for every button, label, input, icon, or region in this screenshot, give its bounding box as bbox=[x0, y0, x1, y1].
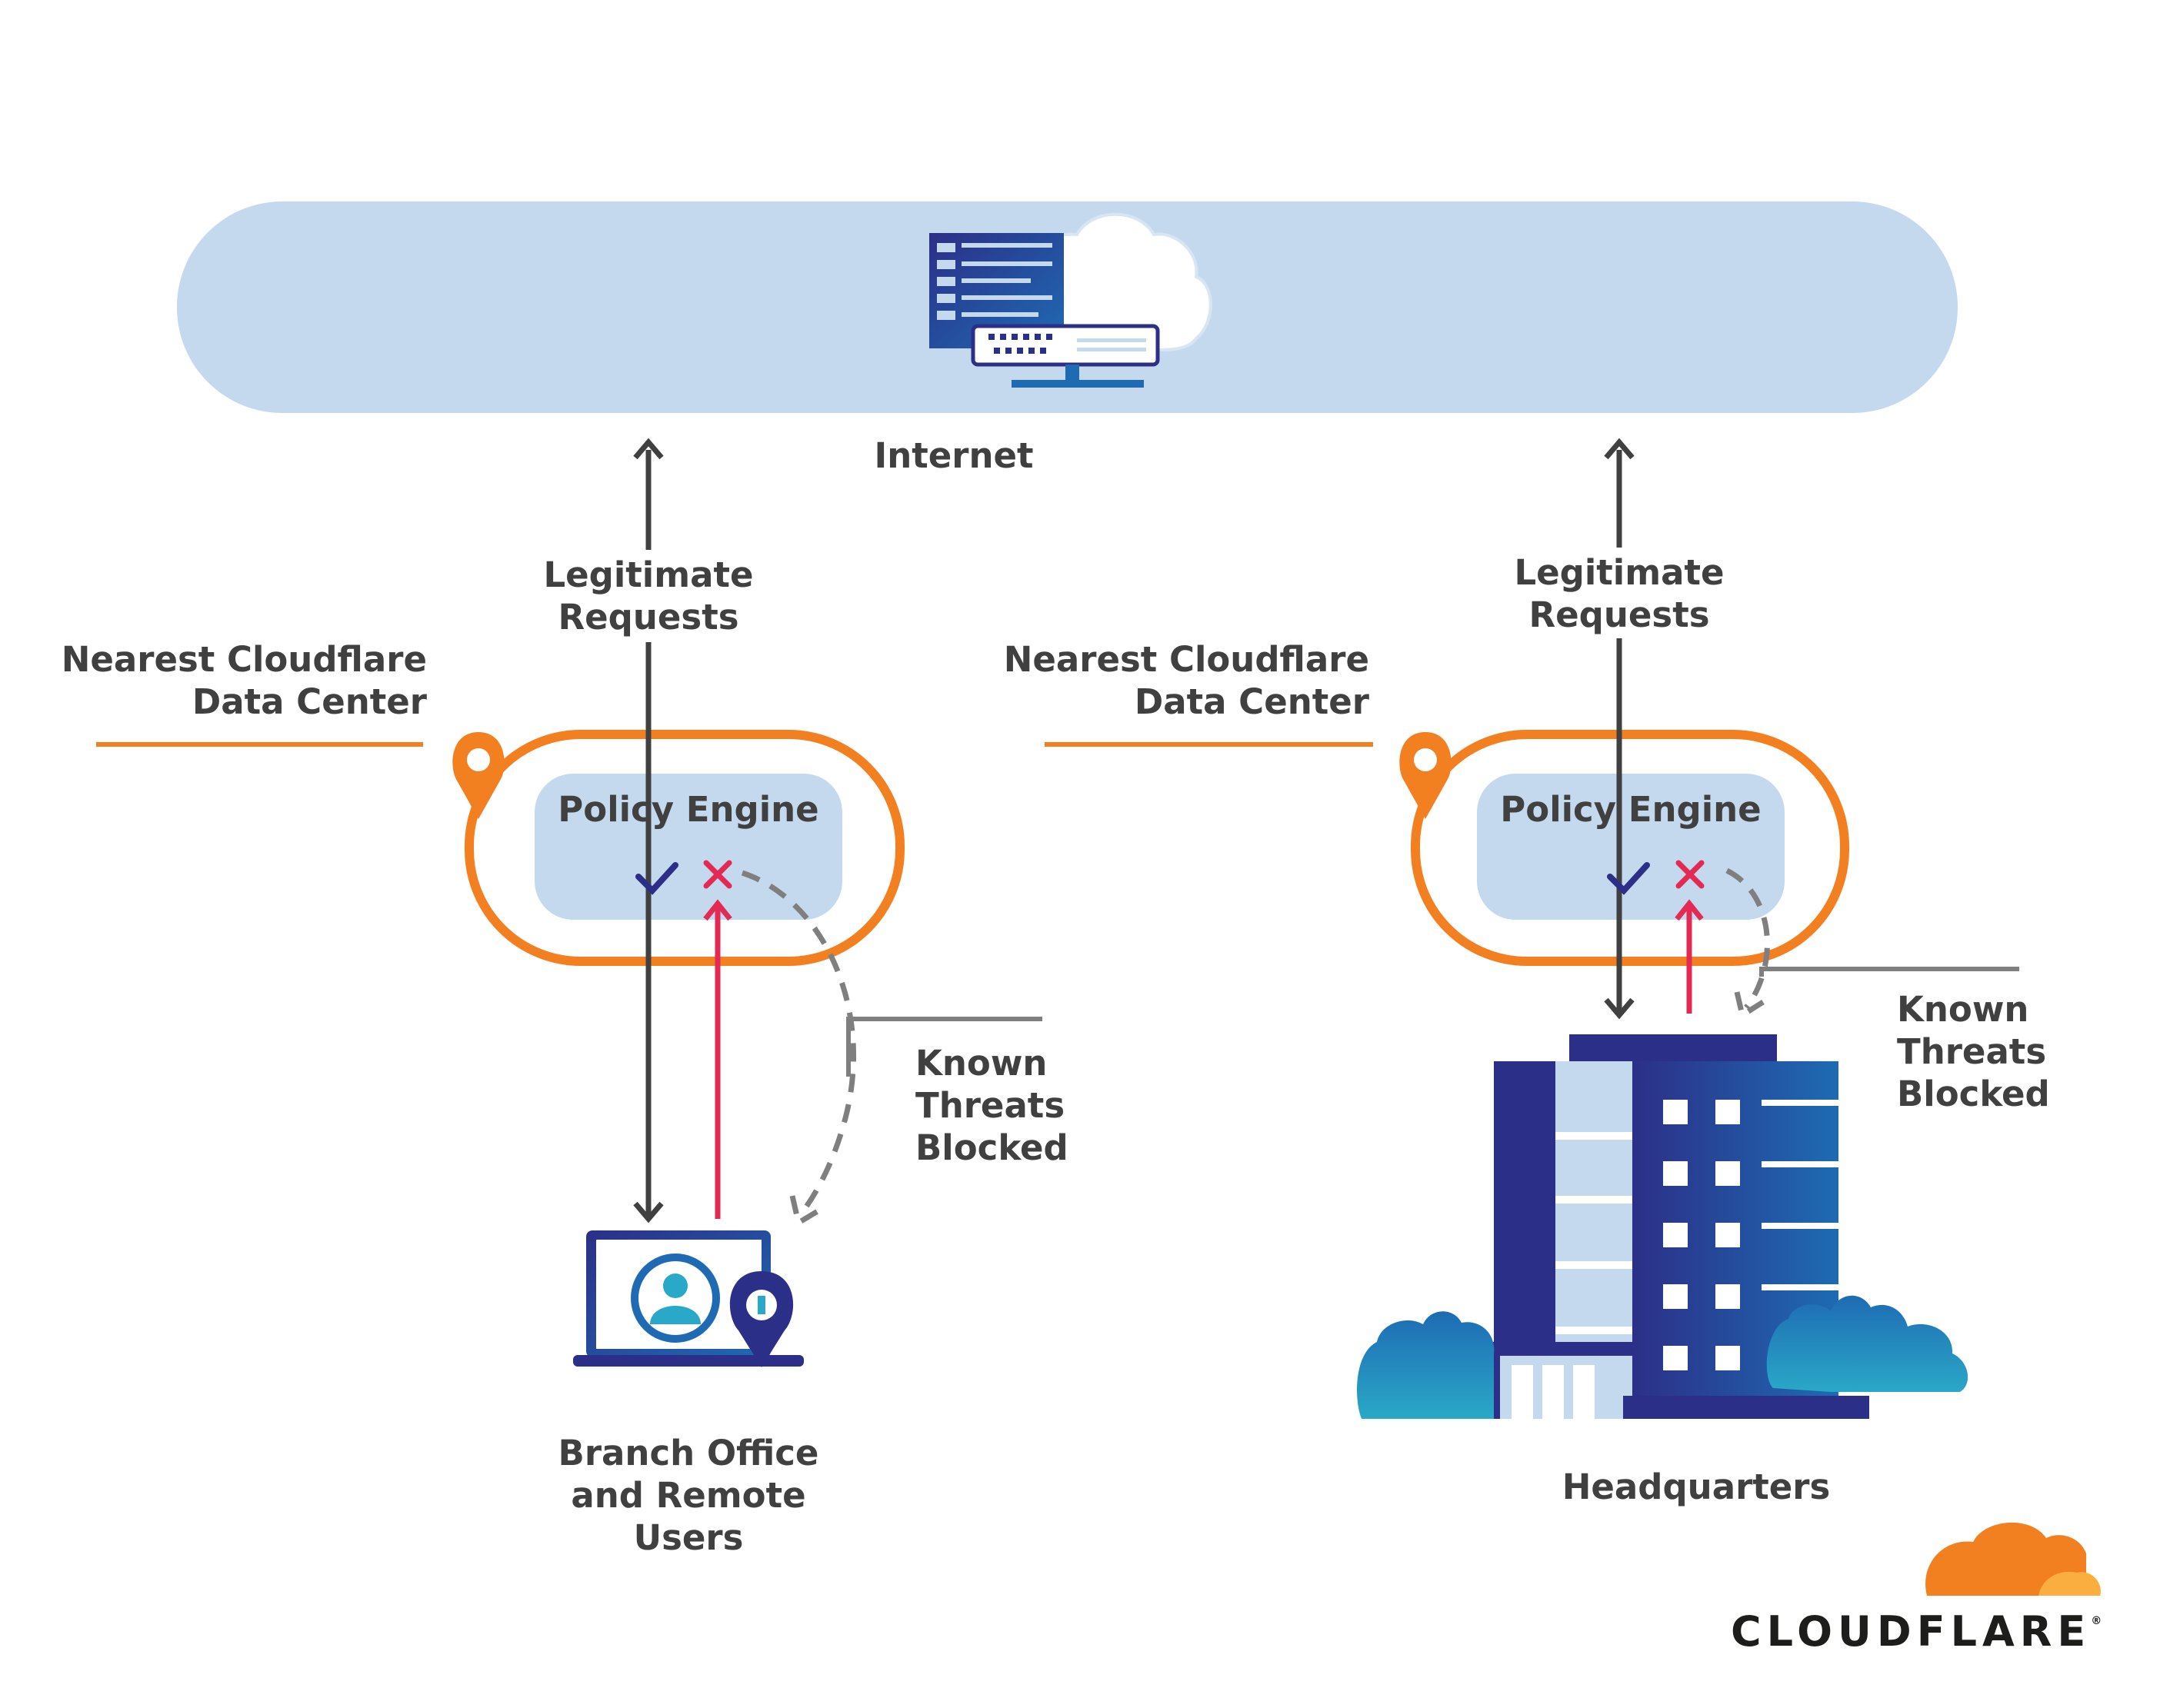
internet-label: Internet bbox=[874, 435, 1034, 476]
location-pin-icon bbox=[729, 1271, 794, 1367]
branch-data-center bbox=[465, 730, 905, 966]
location-pin-icon bbox=[452, 732, 505, 819]
building-icon bbox=[1481, 1034, 1869, 1419]
hq-site-label: Headquarters bbox=[1562, 1467, 1831, 1507]
legit-arrow-branch bbox=[633, 438, 664, 1224]
laptop-user-icon bbox=[573, 1230, 804, 1367]
check-icon bbox=[635, 862, 678, 895]
hq-legit-label: Legitimate Requests bbox=[1514, 552, 1725, 635]
threat-arrow-branch bbox=[703, 899, 732, 1219]
check-icon bbox=[1607, 862, 1650, 895]
hq-data-center-label: Nearest Cloudflare Data Center bbox=[1003, 639, 1369, 722]
branch-data-center-label: Nearest Cloudflare Data Center bbox=[61, 639, 427, 722]
branch-policy-engine-label: Policy Engine bbox=[558, 789, 819, 830]
blocked-path-branch bbox=[741, 870, 857, 1227]
tree-icon bbox=[1357, 1311, 1495, 1419]
server-icon bbox=[929, 233, 1160, 388]
blocked-path-hq bbox=[1725, 867, 1770, 1020]
x-icon bbox=[1675, 860, 1705, 889]
location-pin-icon bbox=[1399, 732, 1452, 819]
legit-arrow-hq bbox=[1604, 438, 1635, 1020]
cloudflare-wordmark: CLOUDFLARE® bbox=[1731, 1607, 2102, 1656]
threat-leader-lines bbox=[846, 967, 2019, 1077]
hq-policy-engine-label: Policy Engine bbox=[1500, 789, 1762, 830]
hq-threats-label: Known Threats Blocked bbox=[1897, 989, 2050, 1114]
cloudflare-logo-icon bbox=[1925, 1522, 2101, 1596]
branch-site-label: Branch Office and Remote Users bbox=[558, 1433, 819, 1558]
branch-legit-label: Legitimate Requests bbox=[543, 554, 754, 638]
hq-data-center bbox=[1411, 730, 1849, 966]
threat-arrow-hq bbox=[1675, 899, 1704, 1014]
x-icon bbox=[703, 860, 732, 889]
branch-threats-label: Known Threats Blocked bbox=[915, 1043, 1068, 1168]
tree-icon bbox=[1766, 1295, 1968, 1392]
